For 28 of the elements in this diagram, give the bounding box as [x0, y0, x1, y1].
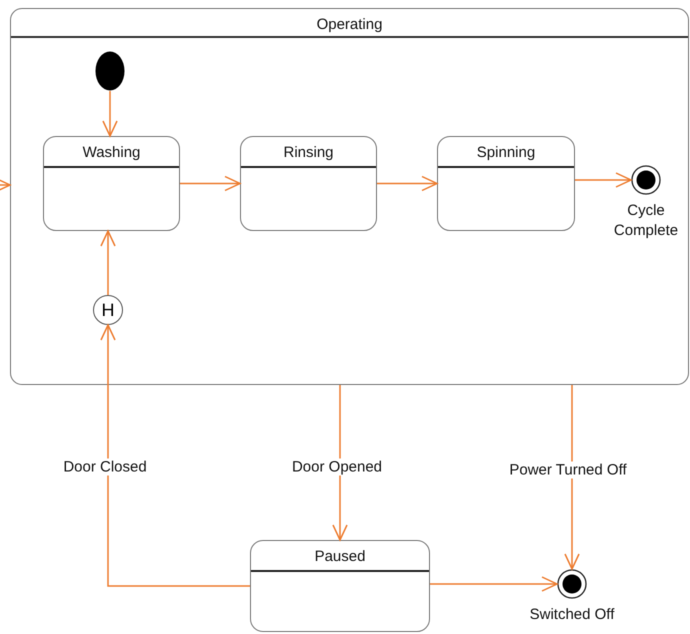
state-label: Cycle Complete [612, 201, 680, 241]
composite-state [10, 8, 689, 385]
transition-arrow [0, 177, 11, 193]
transition-arrow [100, 324, 250, 587]
transition-arrow [102, 91, 118, 137]
transition-arrow [100, 230, 116, 295]
transition-arrow [430, 576, 558, 592]
initial-state-dot [95, 51, 125, 91]
history-state-circle [93, 295, 123, 325]
state-name: Washing [82, 144, 142, 161]
transition-arrow [575, 172, 632, 188]
transition-arrow [180, 176, 241, 192]
state-label: Switched Off [529, 605, 615, 625]
state-box [43, 136, 180, 231]
transition-arrow [332, 385, 348, 541]
state-box [437, 136, 575, 231]
state-box [250, 540, 430, 632]
edge-label: Door Closed [62, 458, 148, 476]
edge-label: Door Opened [290, 458, 384, 476]
edge-label: Power Turned Off [508, 462, 628, 478]
transition-arrow [377, 176, 438, 192]
state-name: Spinning [476, 144, 536, 161]
state-name: Operating [316, 16, 384, 33]
state-name: Paused [314, 548, 366, 565]
history-label: H [100, 301, 116, 319]
state-name: Rinsing [282, 144, 335, 161]
state-box [240, 136, 377, 231]
transition-arrow [564, 385, 580, 570]
